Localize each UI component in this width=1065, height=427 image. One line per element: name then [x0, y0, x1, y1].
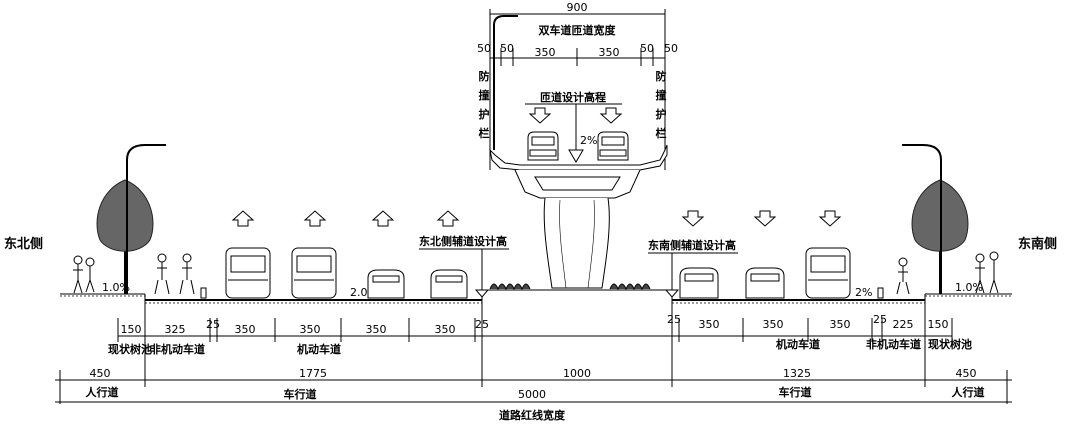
down-arrow-icon [818, 210, 842, 227]
bus-icon [805, 247, 851, 299]
southeast-side-label: 东南侧 [1018, 236, 1057, 252]
dim-carriage-right: 1325 [783, 367, 811, 380]
dim-shoulder-right: 50 [640, 42, 654, 55]
street-lamp-icon [902, 144, 942, 294]
down-arrow-icon [753, 210, 777, 227]
barrier-label-left: 防撞护栏 [479, 69, 490, 140]
motor-lane-right-label: 机动车道 [776, 337, 820, 351]
dim-carriage-left: 1775 [299, 367, 327, 380]
dim-lane-7: 350 [830, 318, 851, 331]
ramp-slope: 2% [580, 134, 597, 147]
down-arrow-icon [599, 107, 623, 124]
dim-strip-right: 25 [873, 313, 887, 326]
bollard-icon [200, 287, 207, 299]
cyclist-icon [179, 253, 195, 295]
motor-lane-left-label: 机动车道 [297, 342, 341, 356]
dim-lane-left: 350 [535, 46, 556, 59]
bridge-width: 900 [567, 1, 588, 14]
dim-shoulder-left: 50 [500, 42, 514, 55]
sidewalk-right-label: 人行道 [952, 385, 985, 399]
slope-right-road: 2% [855, 286, 872, 299]
dim-lane-right: 350 [599, 46, 620, 59]
red-line-width-label: 道路红线宽度 [499, 408, 566, 422]
tree-icon [96, 179, 154, 294]
car-icon [527, 131, 559, 161]
up-arrow-icon [231, 210, 255, 227]
nonmotor-lane-left-label: 非机动车道 [150, 342, 205, 356]
pedestrian-icon [73, 255, 95, 294]
up-arrow-icon [371, 210, 395, 227]
sidewalk-left-label: 人行道 [86, 385, 119, 399]
up-arrow-icon [303, 210, 327, 227]
dim-edge-right: 25 [667, 313, 681, 326]
dim-nonmotor-right: 225 [893, 318, 914, 331]
dim-nonmotor-left: 325 [165, 323, 186, 336]
dimension-total: 5000 道路红线宽度 [55, 388, 1012, 422]
dim-tree-pool-right: 150 [928, 318, 949, 331]
dim-sidewalk-left: 450 [90, 367, 111, 380]
carriageway-right-label: 车行道 [779, 385, 812, 399]
se-aux-road-elevation-label: 东南侧辅道设计高 [648, 238, 736, 252]
carriageway-left-label: 车行道 [284, 387, 317, 401]
slope-right-sidewalk: 1.0% [955, 281, 983, 294]
northeast-side-label: 东北侧 [4, 236, 43, 252]
nw-aux-road-elevation-label: 东北侧辅道设计高 [419, 234, 507, 248]
ramp-elevation-label: 匝道设计高程 [540, 90, 606, 104]
dim-total-width: 5000 [518, 388, 546, 401]
dim-median: 1000 [563, 367, 591, 380]
car-icon [679, 267, 719, 299]
tree-pool-right-label: 现状树池 [928, 337, 972, 351]
cyclist-icon [896, 257, 910, 295]
up-arrow-icon [436, 210, 460, 227]
dimension-row-1: 150 325 25 350 350 350 350 25 25 350 350… [108, 313, 972, 356]
car-icon [430, 269, 468, 299]
dim-lane-1: 350 [235, 323, 256, 336]
pedestrian-icon [975, 251, 999, 294]
car-icon [745, 267, 785, 299]
dim-lane-2: 350 [300, 323, 321, 336]
down-arrow-icon [681, 210, 705, 227]
dim-lane-6: 350 [763, 318, 784, 331]
dim-lane-5: 350 [699, 318, 720, 331]
elevated-bridge: 900 双车道匝道宽度 50 50 350 350 50 50 防撞护栏 防撞护… [477, 1, 678, 289]
slope-left-sidewalk: 1.0% [102, 281, 130, 294]
dim-tree-pool-left: 150 [121, 323, 142, 336]
dim-strip-left: 25 [206, 318, 220, 331]
street-lamp-icon [126, 144, 166, 294]
bus-icon [225, 247, 271, 299]
barrier-label-right: 防撞护栏 [656, 69, 667, 140]
car-icon [367, 269, 405, 299]
ground-road: 东北侧 东南侧 东北侧辅道设计高 东南侧辅道设计高 1.0% 2.0% 2% 1… [4, 144, 1057, 304]
dimension-row-2: 450 1775 1000 1325 450 人行道 车行道 车行道 人行道 [55, 300, 1012, 404]
dim-lane-4: 350 [435, 323, 456, 336]
bus-icon [291, 247, 337, 299]
dim-sidewalk-right: 450 [956, 367, 977, 380]
tree-pool-left-label: 现状树池 [108, 342, 152, 356]
dim-barrier-left: 50 [477, 42, 491, 55]
car-icon [597, 131, 629, 161]
down-arrow-icon [528, 107, 552, 124]
ramp-width-title: 双车道匝道宽度 [539, 23, 617, 37]
dim-lane-3: 350 [366, 323, 387, 336]
nonmotor-lane-right-label: 非机动车道 [866, 337, 921, 351]
bollard-icon [877, 287, 884, 299]
street-lamp-icon [493, 15, 518, 150]
dim-barrier-right: 50 [664, 42, 678, 55]
cyclist-icon [154, 253, 170, 295]
